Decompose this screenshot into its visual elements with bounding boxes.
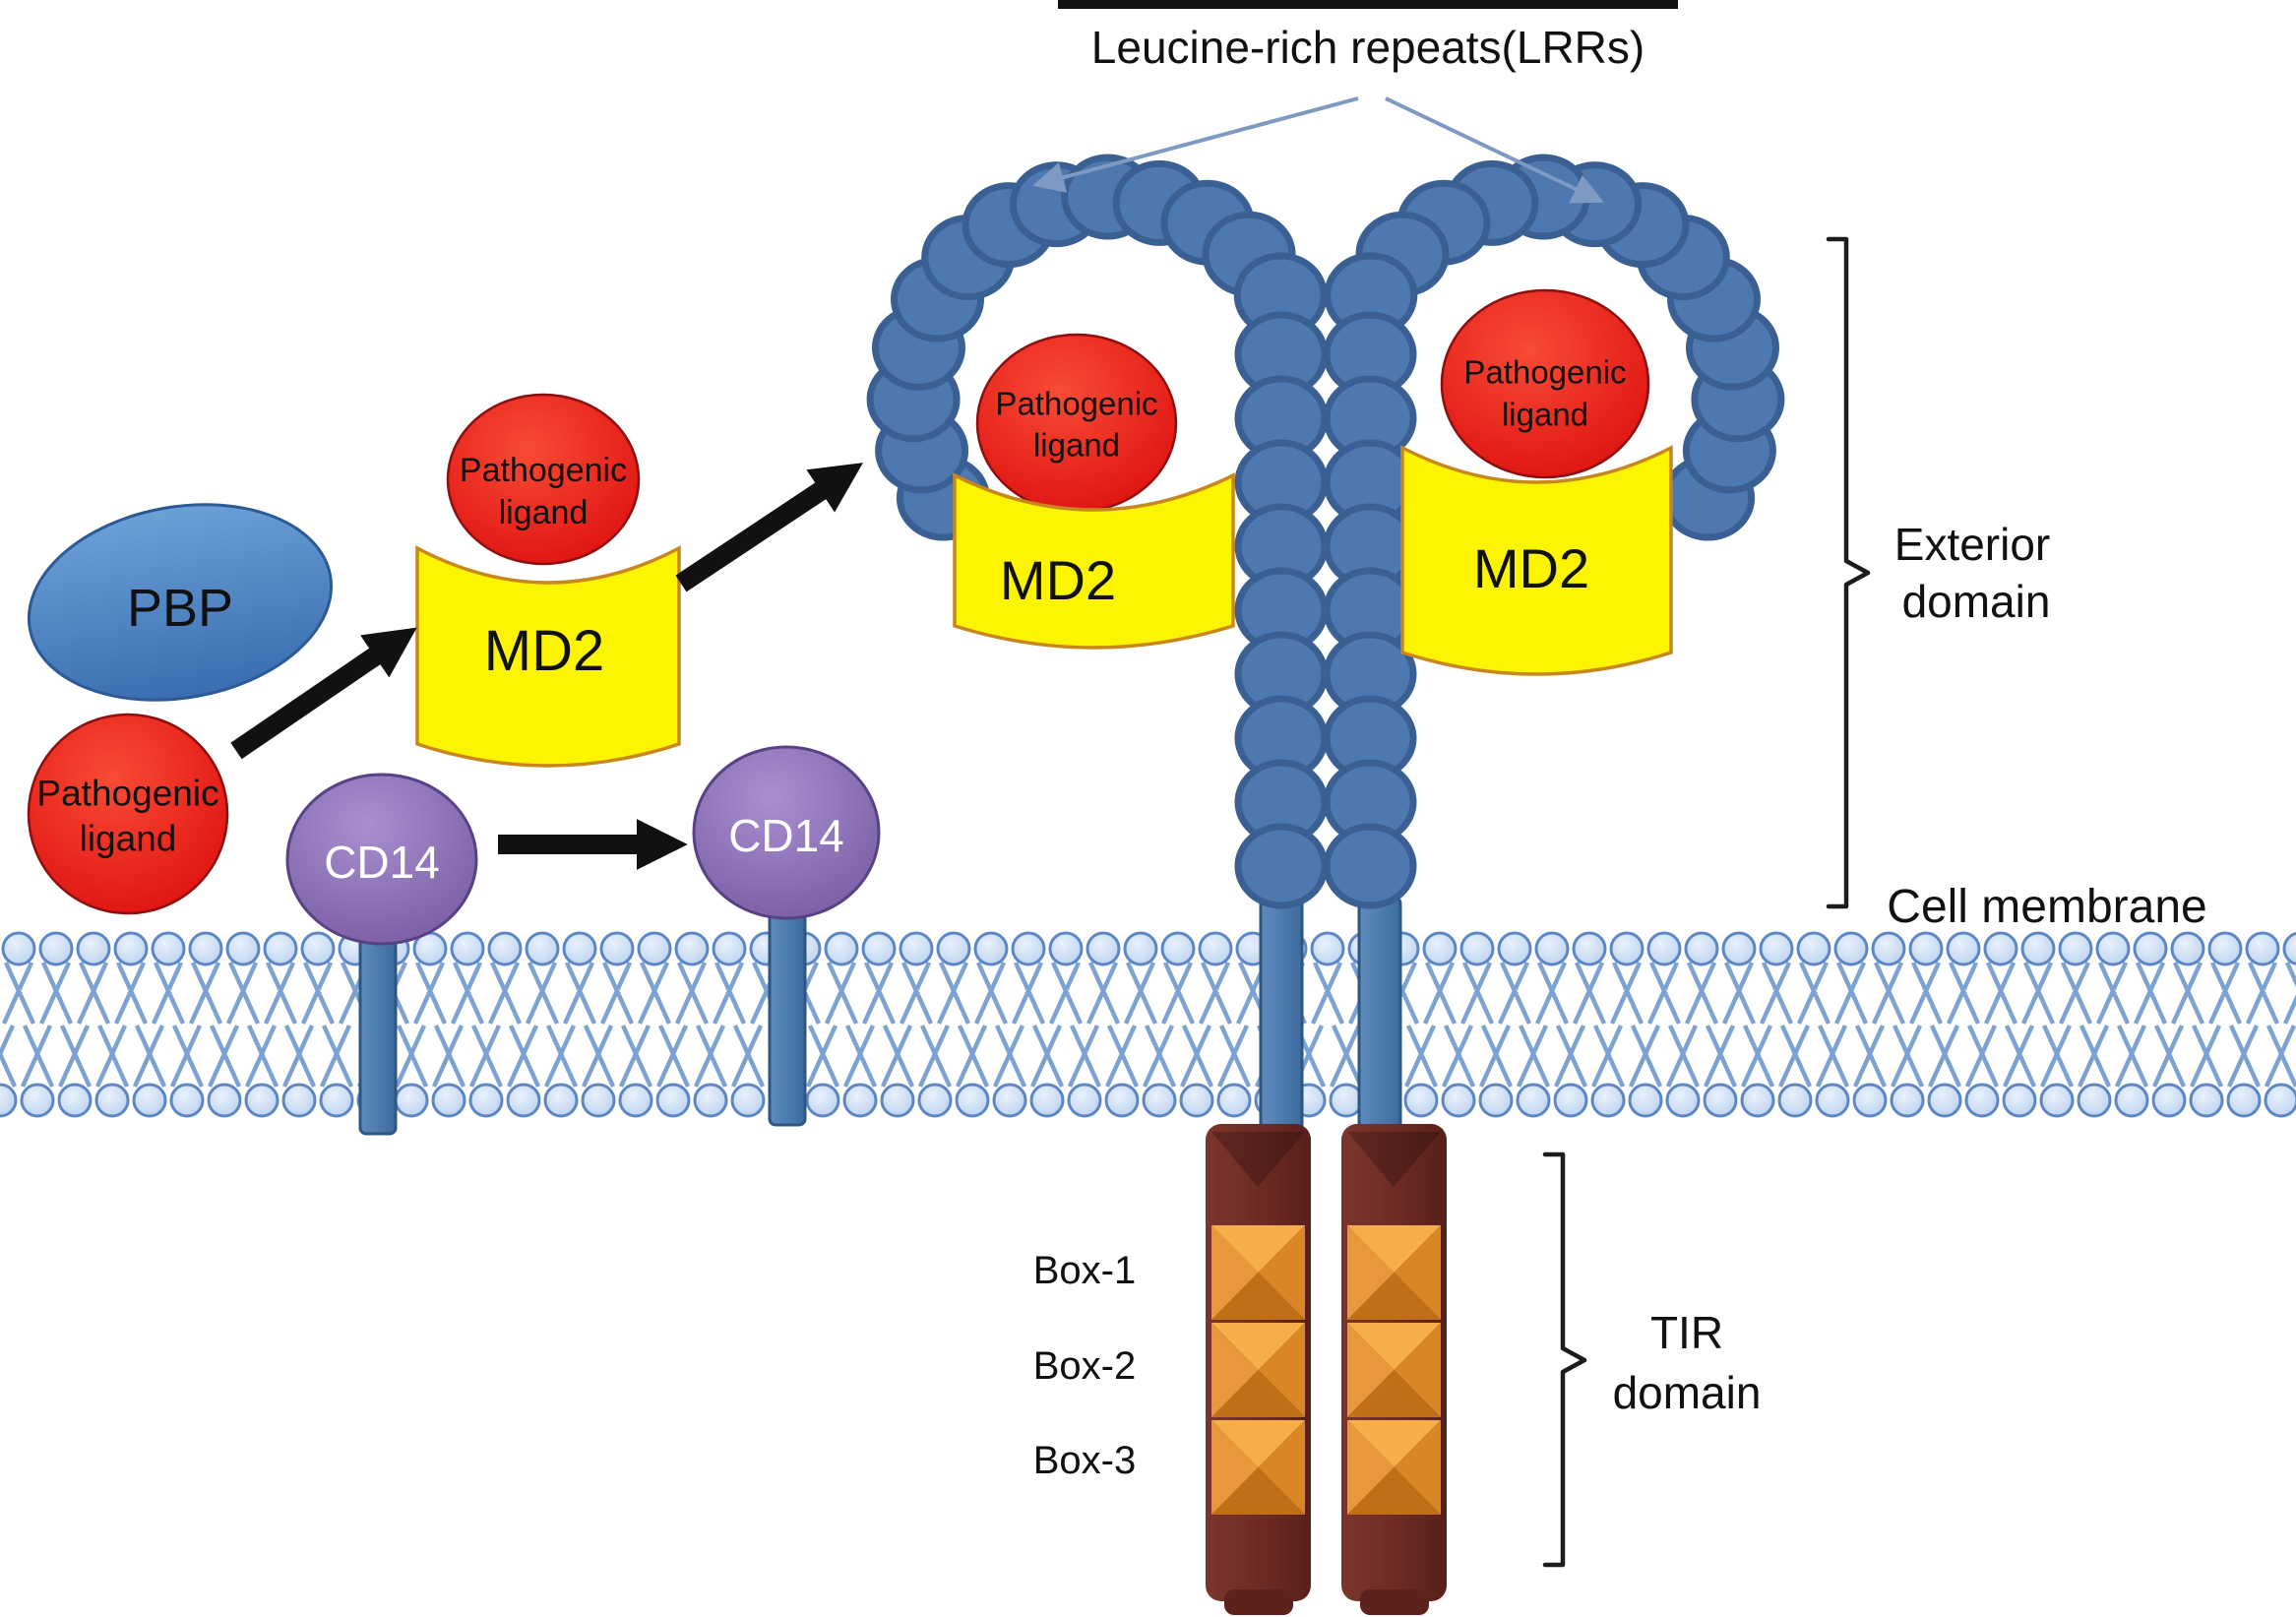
tlr4-transmembrane-stem-1 [1259, 896, 1304, 1146]
pathogenic-ligand-md2-label-line1: Pathogenic [459, 452, 628, 489]
tir-box-facet [1347, 1225, 1441, 1273]
md2-cup-receptor-2 [1400, 445, 1673, 676]
pathogenic-ligand-r1-label-line1: Pathogenic [995, 385, 1158, 422]
pathogenic-ligand-free-label-line1: Pathogenic [36, 773, 219, 814]
cd14-transmembrane-stem-2 [768, 908, 807, 1127]
pathogenic-ligand-free [27, 713, 229, 915]
tir-box-facet [1347, 1420, 1395, 1515]
pathogenic-ligand-r1-label-line2: ligand [1032, 426, 1121, 464]
tir-box-facet [1258, 1225, 1305, 1320]
tir-box-facet [1347, 1370, 1441, 1417]
exterior-domain-label-line2: domain [1901, 576, 2051, 627]
cd14-receptor-2 [692, 745, 881, 920]
md2-receptor-2-label: MD2 [1472, 537, 1590, 599]
md2-cup-free [415, 545, 681, 768]
title-leucine-rich-repeats: Leucine-rich repeats(LRRs) [1090, 22, 1645, 73]
tir-box-facet [1258, 1420, 1305, 1515]
cell-membrane-label: Cell membrane [1887, 881, 2207, 933]
cd14-2-label: CD14 [728, 810, 844, 861]
tir-domain-brace [1542, 1151, 1587, 1568]
cd14-transmembrane-stem-1 [358, 913, 398, 1136]
md2-free-label: MD2 [483, 619, 605, 683]
tir-box-facet [1211, 1225, 1259, 1320]
box-2-label: Box-2 [1032, 1344, 1137, 1388]
lrr-bead [1234, 823, 1329, 909]
exterior-domain-brace [1826, 236, 1871, 909]
pathogenic-ligand-free-label-line2: ligand [79, 818, 177, 859]
tir-box-facet [1211, 1323, 1259, 1417]
pathogenic-ligand-md2 [446, 393, 641, 566]
lrr-bead-chains [866, 154, 1785, 909]
pathogenic-ligand-receptor-2 [1440, 288, 1650, 479]
tir-box-facet [1394, 1225, 1441, 1320]
tir-domain-label-line2: domain [1612, 1367, 1762, 1418]
cell-membrane-bilayer [0, 930, 2296, 1119]
tir-box-facet [1394, 1323, 1441, 1417]
tir-box-facet [1347, 1323, 1395, 1417]
tir-box-facet [1211, 1420, 1259, 1515]
arrow-md2-to-receptor [675, 463, 863, 592]
pbp-label: PBP [126, 579, 234, 638]
tir-box-facet [1211, 1420, 1305, 1467]
pathogenic-ligand-r2-label-line1: Pathogenic [1463, 353, 1627, 391]
pathogenic-ligand-md2-label-line2: ligand [498, 494, 589, 531]
tir-box-facet [1347, 1467, 1441, 1515]
md2-receptor-1-label: MD2 [999, 549, 1117, 611]
box-1-label: Box-1 [1032, 1249, 1137, 1292]
tir-box-facet [1211, 1273, 1305, 1320]
tir-box-facet [1211, 1370, 1305, 1417]
tir-box-facet [1394, 1420, 1441, 1515]
tir-box-facet [1211, 1225, 1305, 1273]
tlr4-transmembrane-stem-2 [1357, 896, 1402, 1146]
tir-box-facet [1347, 1420, 1441, 1467]
md2-cup-receptor-1 [953, 472, 1235, 650]
tir-box-facet [1347, 1225, 1395, 1320]
box-3-label: Box-3 [1032, 1439, 1137, 1482]
lrr-pointer-right [1385, 96, 1604, 204]
tir-box-facet [1211, 1467, 1305, 1515]
lrr-pointer-left [1032, 96, 1359, 193]
tir-box-facet [1347, 1273, 1441, 1320]
pathogenic-ligand-receptor-1 [975, 333, 1178, 514]
lrr-bead [1323, 823, 1417, 909]
tir-box-facet [1347, 1323, 1441, 1370]
lrr-pointer-arrows [1032, 96, 1604, 204]
arrow-pbp-to-md2 [230, 627, 417, 760]
reaction-arrows [230, 463, 863, 870]
tir-box-facet [1258, 1323, 1305, 1417]
tir-box-facet [1211, 1323, 1305, 1370]
top-crop-artifact-bar [1058, 0, 1678, 9]
pathogenic-ligand-r2-label-line2: ligand [1501, 396, 1589, 433]
cd14-1-label: CD14 [324, 837, 440, 888]
pbp-protein [27, 503, 334, 702]
tir-domain-label-line1: TIR [1649, 1307, 1724, 1358]
cd14-receptor-1 [285, 773, 478, 946]
tir-domain-columns [1206, 1124, 1447, 1615]
exterior-domain-label-line1: Exterior [1893, 519, 2051, 570]
